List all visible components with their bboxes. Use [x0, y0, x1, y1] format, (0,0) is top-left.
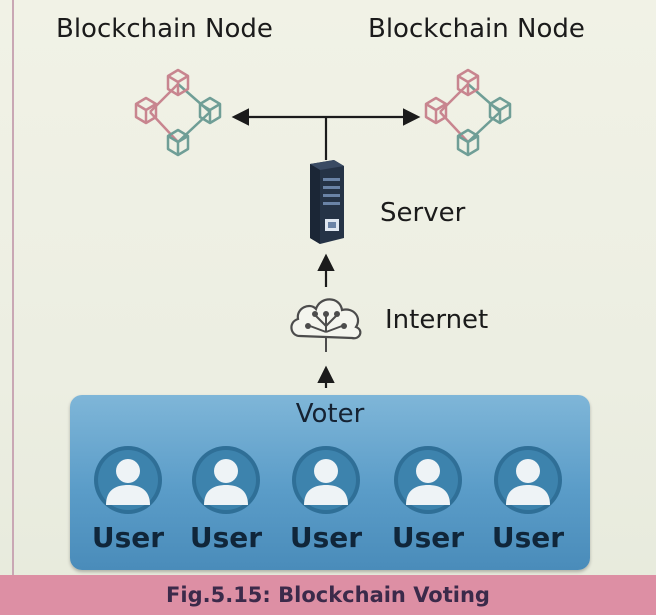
user-avatar-icon — [292, 446, 360, 514]
blockchain-node-label-right: Blockchain Node — [368, 14, 585, 44]
server-label: Server — [380, 198, 466, 228]
user-label: User — [491, 521, 565, 554]
blockchain-node-icon-left — [134, 68, 222, 157]
user-avatar-icon — [394, 446, 462, 514]
voter-panel: Voter User User — [70, 395, 590, 570]
blockchain-node-label-left: Blockchain Node — [56, 14, 273, 44]
cloud-icon — [290, 298, 362, 352]
figure-caption: Fig.5.15: Blockchain Voting — [166, 583, 490, 607]
user-avatar-icon — [192, 446, 260, 514]
voter-title: Voter — [295, 399, 365, 429]
user-item: User — [482, 443, 574, 554]
caption-bar: Fig.5.15: Blockchain Voting — [0, 575, 656, 615]
user-avatar-icon — [494, 446, 562, 514]
user-label: User — [91, 521, 165, 554]
user-item: User — [280, 443, 372, 554]
blockchain-node-icon-right — [424, 68, 512, 157]
margin-rule — [12, 0, 14, 575]
user-item: User — [180, 443, 272, 554]
internet-label: Internet — [385, 305, 489, 335]
user-label: User — [391, 521, 465, 554]
user-item: User — [382, 443, 474, 554]
user-item: User — [82, 443, 174, 554]
user-label: User — [289, 521, 363, 554]
server-icon — [310, 160, 344, 244]
user-avatar-icon — [94, 446, 162, 514]
user-label: User — [189, 521, 263, 554]
